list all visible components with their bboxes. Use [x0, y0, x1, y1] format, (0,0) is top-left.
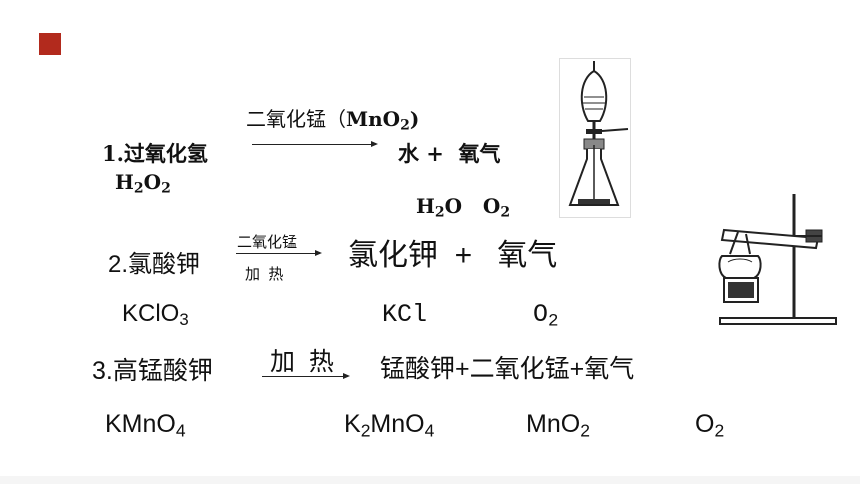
reaction2-product2-formula: O2 — [533, 300, 559, 332]
reaction3-formula3: MnO2 — [526, 410, 590, 441]
reaction2-arrow — [236, 250, 322, 256]
apparatus-flask-image — [559, 58, 631, 218]
reaction3-label: 3.高锰酸钾 — [92, 357, 213, 385]
slide-marker — [39, 33, 61, 55]
reaction2-condition-bottom: 加 热 — [245, 266, 284, 283]
reaction2-condition-top: 二氧化锰 — [237, 234, 298, 251]
reaction1-reactant-formula: H2O2 — [115, 170, 171, 197]
heated-test-tube-icon — [698, 190, 847, 327]
separatory-funnel-flask-icon — [568, 61, 629, 206]
reaction2-reactant-formula: KClO3 — [122, 300, 189, 330]
reaction3-condition: 加 热 — [270, 348, 334, 376]
reaction3-products: 锰酸钾+二氧化锰+氧气 — [380, 355, 635, 383]
reaction1-condition: 二氧化锰（MnO2) — [246, 107, 420, 134]
reaction1-product-formulas: H2O O2 — [415, 194, 511, 221]
reaction3-formula1: KMnO4 — [105, 410, 186, 441]
reaction2-label: 2.氯酸钾 — [108, 251, 201, 278]
reaction3-formula4: O2 — [695, 410, 725, 441]
reaction2-products: 氯化钾 + 氧气 — [348, 239, 558, 272]
reaction1-arrow — [252, 141, 378, 147]
reaction1-label: 1.过氧化氢 — [102, 141, 208, 166]
reaction3-arrow — [262, 373, 350, 379]
reaction2-product1-formula: KCl — [382, 300, 428, 329]
reaction3-formula2: K2MnO4 — [344, 410, 435, 441]
apparatus-tube-image — [698, 190, 847, 327]
slide-bottom-bar — [0, 476, 860, 484]
reaction1-products: 水 + 氧气 — [398, 141, 501, 166]
